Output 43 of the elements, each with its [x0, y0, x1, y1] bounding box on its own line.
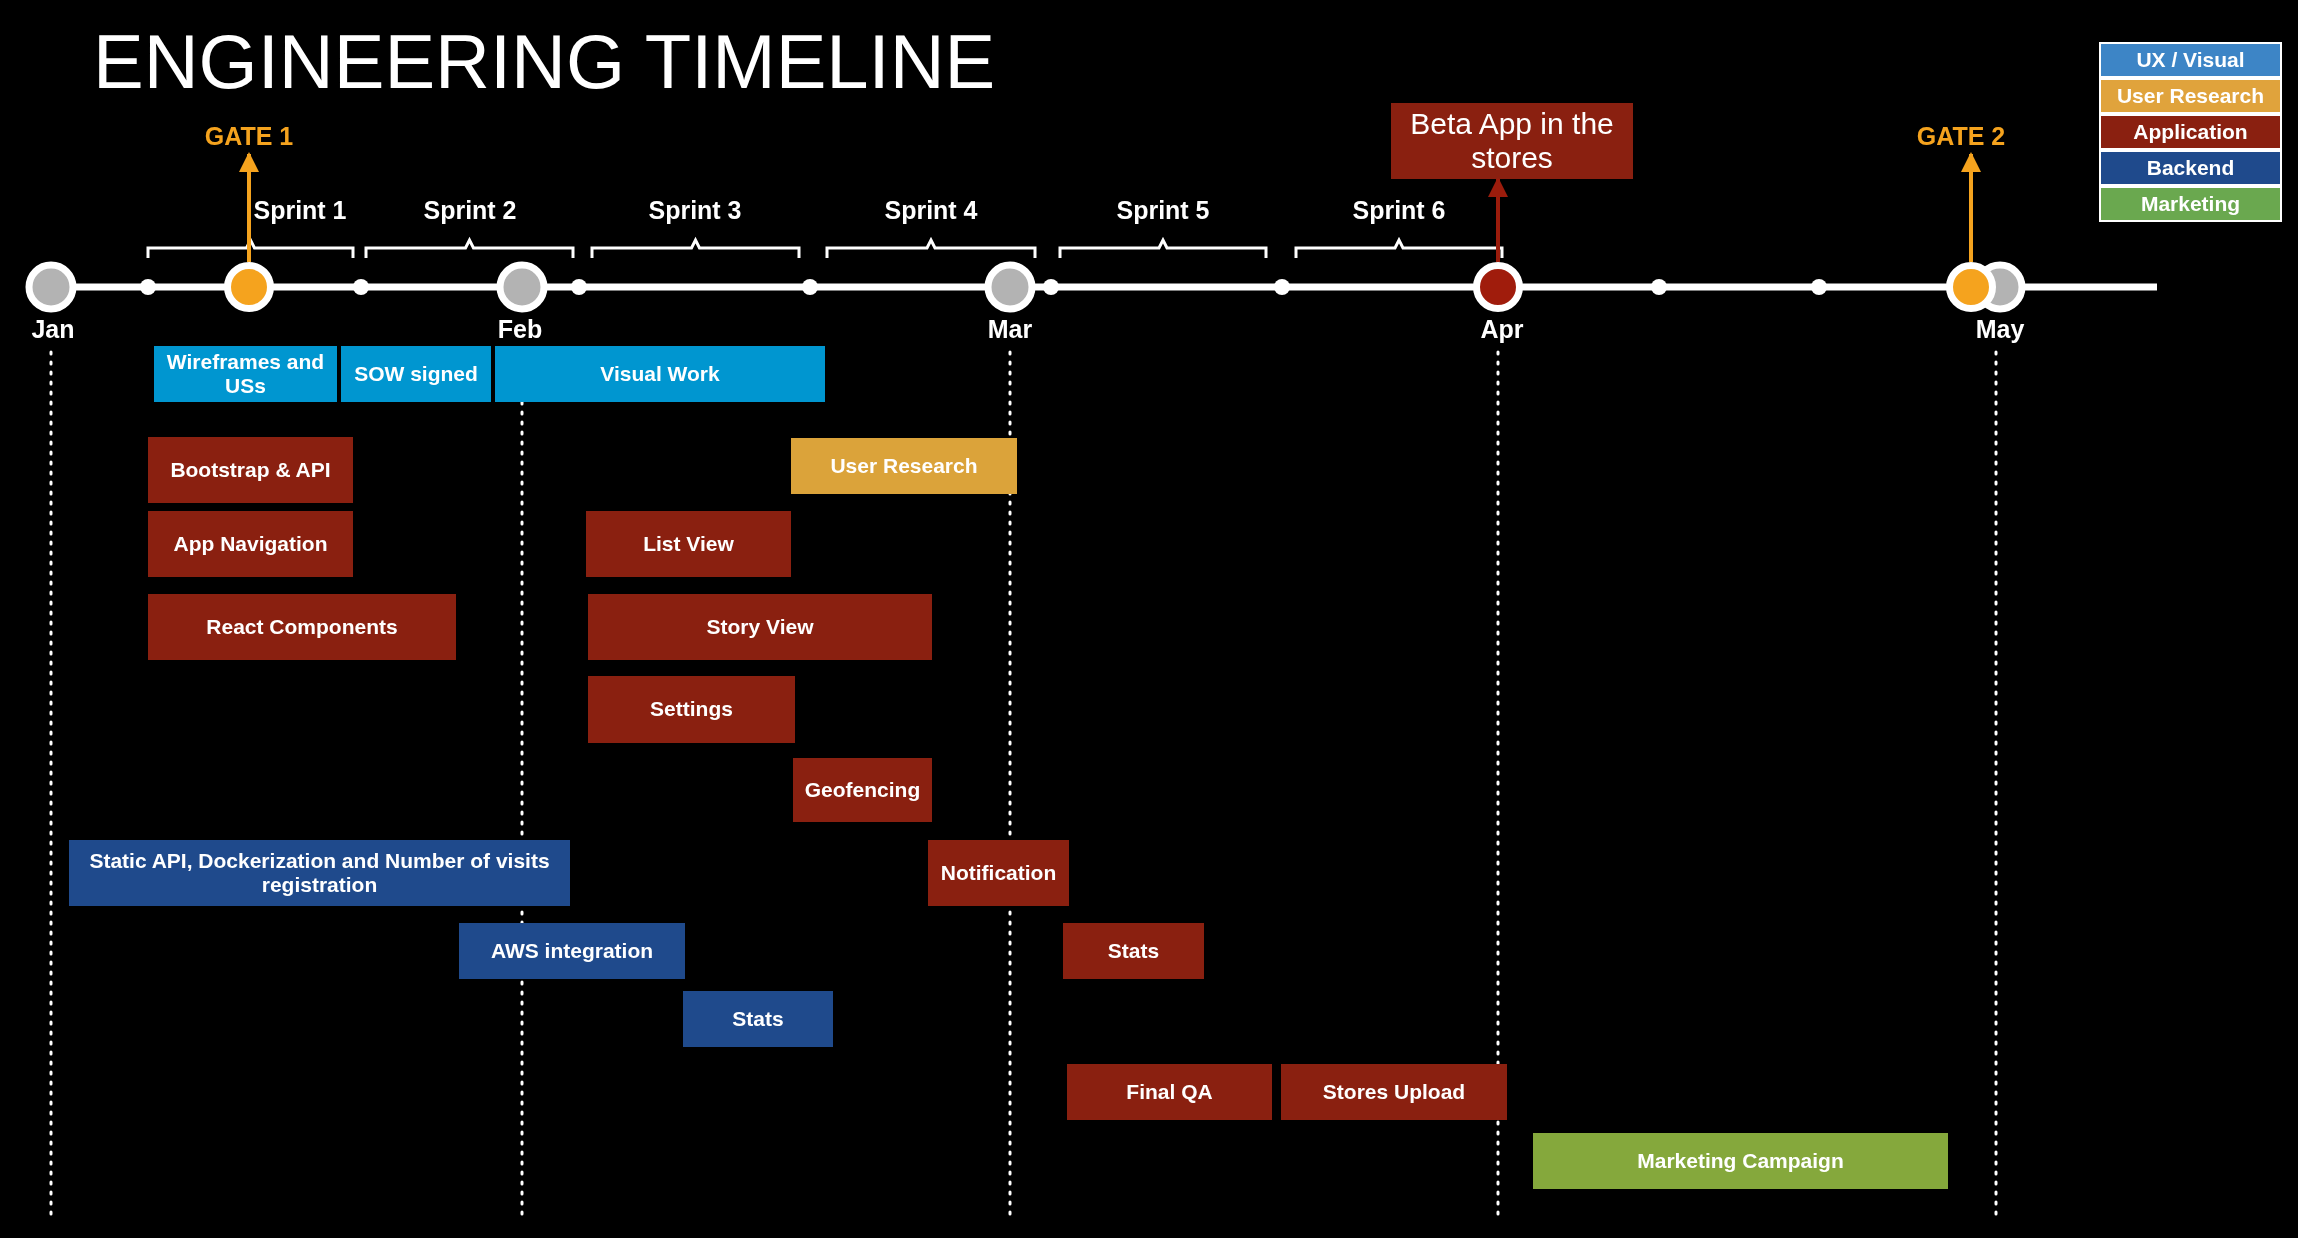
sprint-label: Sprint 3 [648, 196, 742, 225]
task-bar: List View [586, 511, 791, 577]
task-bar: SOW signed [341, 346, 491, 402]
task-bar: Story View [588, 594, 932, 660]
sprint-label: Sprint 2 [423, 196, 517, 225]
task-bar: AWS integration [459, 923, 685, 979]
legend-item: User Research [2099, 78, 2282, 114]
arrow [239, 152, 259, 262]
task-bar: Static API, Dockerization and Number of visits registration [69, 840, 570, 906]
milestone-circle [1946, 262, 1996, 312]
task-bar: Marketing Campaign [1533, 1133, 1948, 1189]
sprint-label: Sprint 1 [253, 196, 347, 225]
legend-item: Backend [2099, 150, 2282, 186]
month-label: May [1975, 315, 2025, 344]
sprint-label: Sprint 5 [1116, 196, 1210, 225]
gate-label: GATE 1 [200, 118, 298, 154]
legend-item: UX / Visual [2099, 42, 2282, 78]
task-bar: App Navigation [148, 511, 353, 577]
task-bar: Wireframes and USs [154, 346, 337, 402]
legend-item: Marketing [2099, 186, 2282, 222]
task-bar: Bootstrap & API [148, 437, 353, 503]
month-label: Jan [31, 315, 75, 344]
month-label: Mar [987, 315, 1033, 344]
arrow [1961, 152, 1981, 262]
sprint-label: Sprint 4 [884, 196, 978, 225]
month-label: Apr [1480, 315, 1524, 344]
task-bar: Stores Upload [1281, 1064, 1507, 1120]
task-bar: User Research [791, 438, 1017, 494]
task-bar: Final QA [1067, 1064, 1272, 1120]
task-bar: Settings [588, 676, 795, 743]
task-bar: Stats [683, 991, 833, 1047]
arrow [1488, 177, 1508, 262]
gate-label: GATE 2 [1912, 118, 2010, 154]
legend-item: Application [2099, 114, 2282, 150]
title: ENGINEERING TIMELINE [93, 18, 996, 105]
task-bar: React Components [148, 594, 456, 660]
task-bar: Geofencing [793, 758, 932, 822]
task-bar: Visual Work [495, 346, 825, 402]
month-label: Feb [497, 315, 543, 344]
sprint-label: Sprint 6 [1352, 196, 1446, 225]
task-bar: Notification [928, 840, 1069, 906]
task-bar: Stats [1063, 923, 1204, 979]
milestone-box: Beta App in the stores [1391, 103, 1633, 179]
